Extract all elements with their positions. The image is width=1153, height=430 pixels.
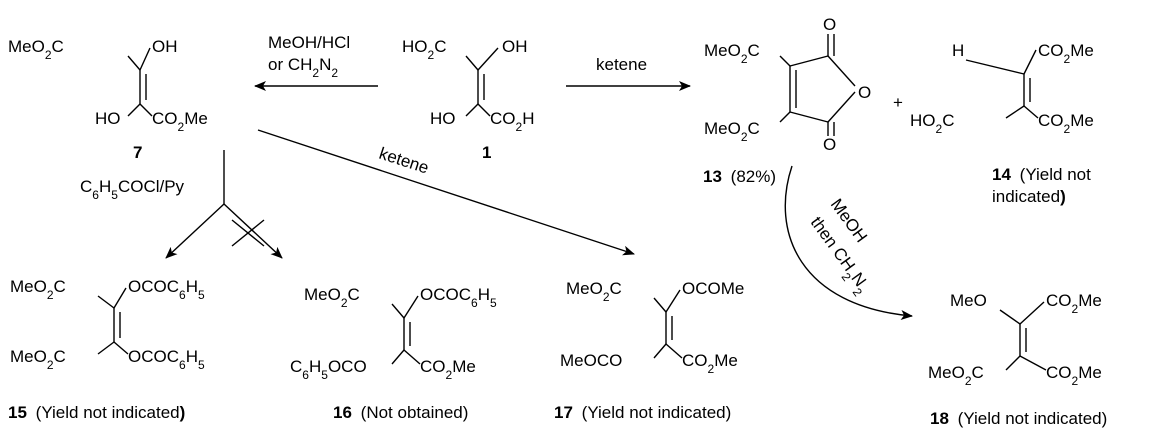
- arrow-7-to-17: ketene: [257, 129, 635, 256]
- c1-bottom-right-group: CO2H: [490, 109, 534, 134]
- arrow-1-to-13: ketene: [566, 55, 691, 91]
- arrow-7-benzoylation: C6H5COCl/Py: [80, 150, 283, 259]
- reagent-esterification-line2: or CH2N2: [268, 55, 338, 80]
- c17-bonds: [653, 289, 683, 359]
- c16-bonds: [391, 295, 421, 365]
- c13-top-ester: MeO2C: [704, 41, 760, 66]
- compound-17: MeO2C OCOMe MeOCO CO2Me 17 (Yield not in…: [554, 279, 744, 422]
- c18-bottom-right-group: CO2Me: [1046, 363, 1102, 388]
- compound-13: MeO2C MeO2C O O O 13 (82%): [703, 15, 871, 186]
- c16-top-right-group: OCOC6H5: [420, 285, 497, 310]
- c17-top-right-group: OCOMe: [682, 279, 744, 298]
- arrow-1-to-7: MeOH/HCl or CH2N2: [254, 33, 378, 91]
- c15-bonds: [97, 287, 129, 355]
- c1-number: 1: [482, 143, 491, 162]
- c15-bottom-right-group: OCOC6H5: [128, 347, 205, 372]
- reagent-esterification-line1: MeOH/HCl: [268, 33, 350, 52]
- c13-caption: 13 (82%): [703, 167, 776, 186]
- compound-7: MeO2C OH HO CO2Me 7: [8, 37, 208, 162]
- plus-sign: +: [893, 93, 903, 112]
- c14-bottom-left-group: HO2C: [910, 111, 954, 136]
- c17-caption: 17 (Yield not indicated): [554, 403, 731, 422]
- c18-top-right-group: CO2Me: [1046, 291, 1102, 316]
- c1-top-right-group: OH: [502, 37, 528, 56]
- crossed-out-mark-b: [231, 219, 265, 247]
- c14-bottom-right-group: CO2Me: [1038, 111, 1094, 136]
- c14-caption-line1: 14 (Yield not: [992, 165, 1091, 184]
- c15-bottom-left-group: MeO2C: [10, 347, 66, 372]
- c16-bottom-right-group: CO2Me: [420, 357, 476, 382]
- c18-caption: 18 (Yield not indicated): [930, 409, 1107, 428]
- c13-ring-o: O: [858, 83, 871, 102]
- c14-bonds: [965, 49, 1039, 119]
- c15-caption: 15 (Yield not indicated): [8, 403, 185, 422]
- c7-bottom-right-group: CO2Me: [152, 109, 208, 134]
- c13-carbonyl-o-upper: O: [823, 15, 836, 34]
- c17-bottom-right-group: CO2Me: [682, 351, 738, 376]
- c13-carbonyl-o-lower: O: [823, 135, 836, 154]
- c15-top-left-group: MeO2C: [10, 277, 66, 302]
- c14-caption-line2: indicated): [992, 187, 1066, 206]
- arrow-13-to-18: MeOH then CH2N2: [784, 165, 913, 320]
- compound-15: MeO2C OCOC6H5 MeO2C OCOC6H5 15 (Yield no…: [8, 277, 205, 422]
- c18-bonds: [999, 301, 1047, 371]
- c17-top-left-group: MeO2C: [566, 279, 622, 304]
- c13-bottom-ester: MeO2C: [704, 119, 760, 144]
- c1-top-left-group: HO2C: [402, 37, 446, 62]
- compound-16: MeO2C OCOC6H5 C6H5OCO CO2Me 16 (Not obta…: [290, 285, 497, 422]
- compound-18: MeO CO2Me MeO2C CO2Me 18 (Yield not indi…: [928, 291, 1107, 428]
- c15-top-right-group: OCOC6H5: [128, 277, 205, 302]
- c1-bottom-left-group: HO: [430, 109, 456, 128]
- c13-bonds: [779, 34, 856, 136]
- c16-top-left-group: MeO2C: [304, 285, 360, 310]
- c17-bottom-left-group: MeOCO: [560, 351, 622, 370]
- c7-bonds: [127, 47, 153, 117]
- c14-top-left-group: H: [952, 41, 964, 60]
- c18-top-left-group: MeO: [950, 291, 987, 310]
- c7-number: 7: [133, 143, 142, 162]
- c7-bottom-left-group: HO: [95, 109, 121, 128]
- reagent-ketene-to-13: ketene: [596, 55, 647, 74]
- c7-top-left-group: MeO2C: [8, 37, 64, 62]
- c7-top-right-group: OH: [152, 37, 178, 56]
- compound-1: HO2C OH HO CO2H 1: [402, 37, 534, 162]
- reagent-benzoylation: C6H5COCl/Py: [80, 177, 185, 202]
- c14-top-right-group: CO2Me: [1038, 41, 1094, 66]
- c1-bonds: [465, 47, 499, 117]
- c18-bottom-left-group: MeO2C: [928, 363, 984, 388]
- c16-bottom-left-group: C6H5OCO: [290, 357, 367, 382]
- compound-14: H CO2Me HO2C CO2Me 14 (Yield not indicat…: [910, 41, 1094, 206]
- c16-caption: 16 (Not obtained): [333, 403, 468, 422]
